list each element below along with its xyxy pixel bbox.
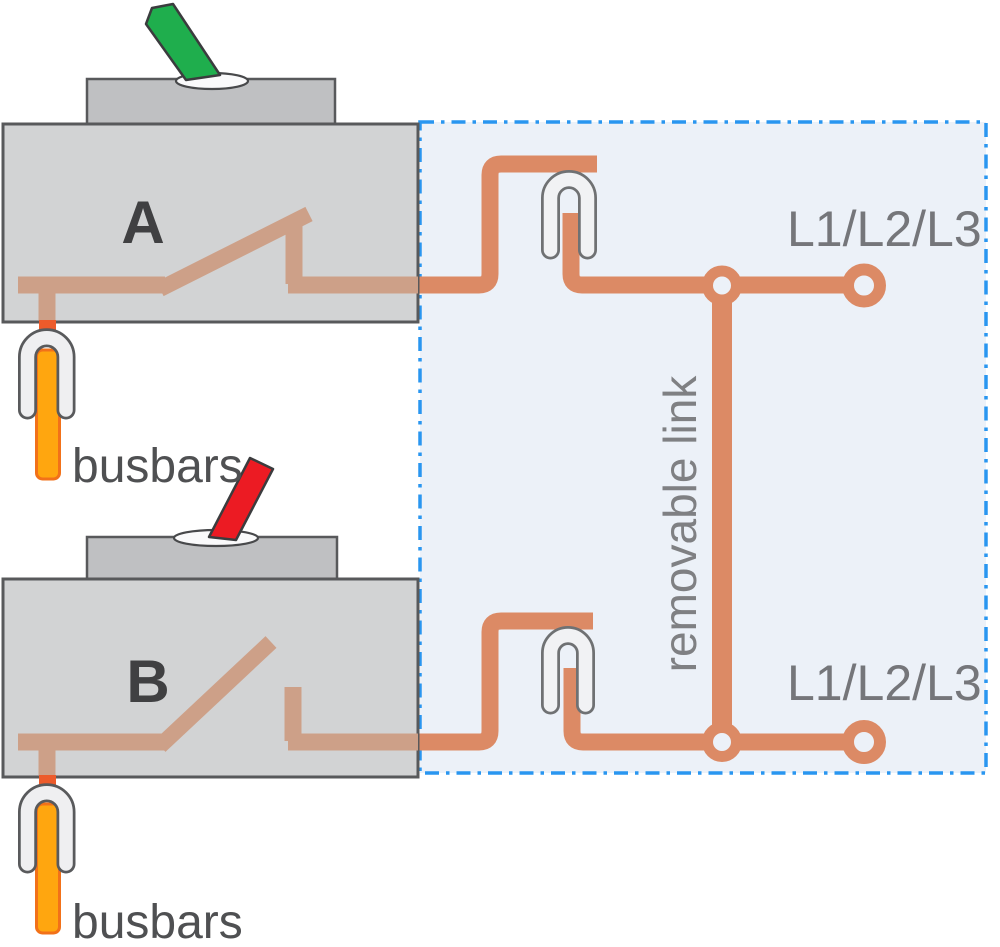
fork-clip-body	[20, 786, 73, 871]
busbar-terminal-b	[18, 775, 76, 935]
switch-a-lever-green	[144, 2, 222, 82]
blade-closed	[156, 206, 313, 297]
fork-clip-body	[543, 172, 595, 257]
switch-a-internal-conductors	[18, 206, 418, 320]
junction-node-top	[702, 265, 742, 306]
fork-clip-link-top	[541, 170, 597, 260]
switch-b-label: B	[126, 648, 169, 715]
switch-b-internal-conductors	[18, 636, 418, 775]
blade-open	[154, 636, 277, 752]
busbar-b	[35, 802, 61, 935]
fork-clip-link-bottom	[541, 626, 595, 715]
busbar-terminal-a	[18, 320, 76, 481]
ring-terminal-bottom	[842, 720, 886, 764]
busbars-label-b: busbars	[72, 896, 243, 942]
zone-conductors	[418, 155, 886, 764]
busbar-a	[35, 348, 61, 481]
phases-label-top: L1/L2/L3	[787, 201, 982, 257]
switch-b-lever-red	[207, 456, 275, 542]
switch-a-label: A	[121, 189, 164, 256]
fork-clip-body	[20, 331, 73, 417]
removable-link-zone	[418, 120, 988, 775]
junction-node-bottom	[702, 722, 742, 762]
conductor-link-bottom	[563, 668, 846, 751]
ring-terminal-top	[842, 263, 886, 308]
fork-clip-body	[543, 628, 593, 712]
switch-a: A	[1, 2, 420, 324]
conductor-link-top	[562, 213, 846, 294]
busbars-label-a: busbars	[72, 440, 243, 493]
removable-link-label: removable link	[654, 375, 706, 673]
conductor-feed-a	[418, 155, 597, 294]
conductor-feed-b	[418, 612, 593, 751]
phases-label-bottom: L1/L2/L3	[787, 655, 982, 711]
switch-b: B	[1, 456, 420, 779]
